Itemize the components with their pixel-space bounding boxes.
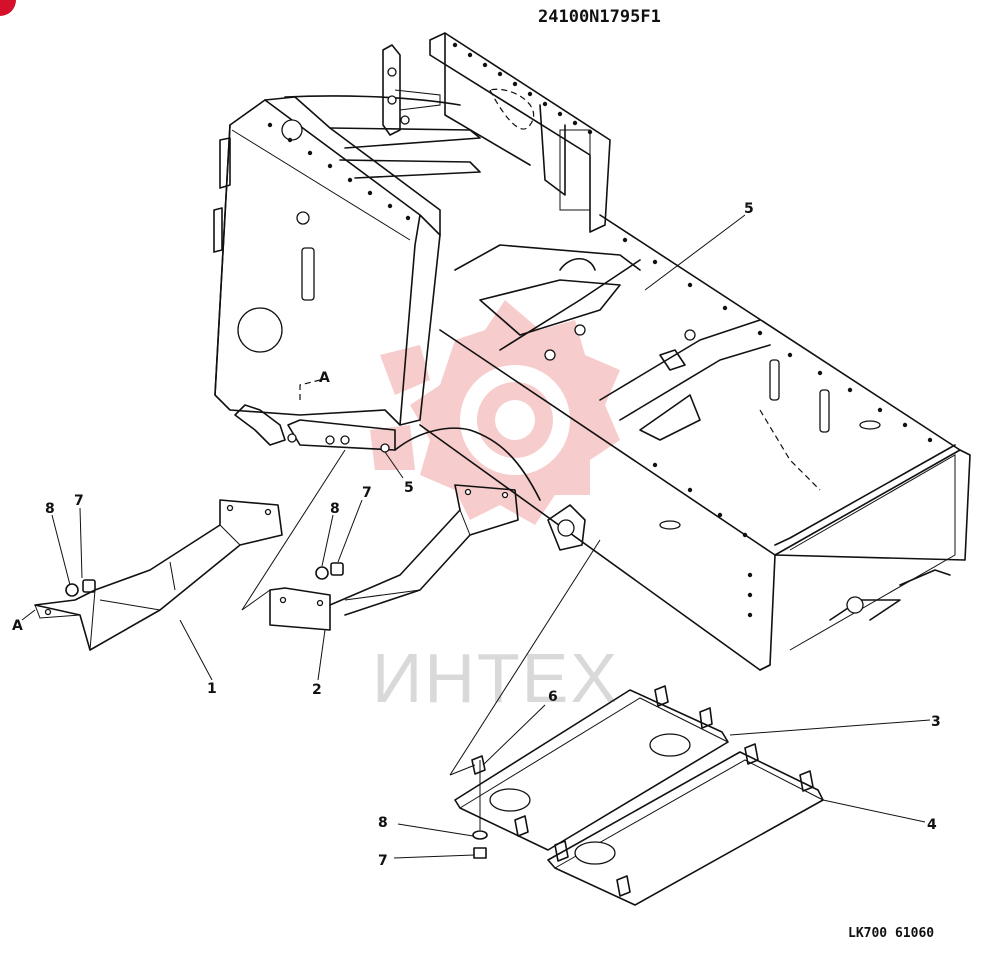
callout-part-3: 3 (931, 714, 941, 730)
drawing-number: 24100N1795F1 (538, 7, 661, 27)
callout-view-a-top: A (319, 370, 330, 386)
assembly-lines (241, 379, 601, 776)
callout-part-2: 2 (312, 682, 322, 698)
watermark-logo (370, 300, 620, 525)
leader-lines (21, 214, 931, 859)
callout-part-6: 6 (548, 689, 558, 705)
callout-part-8-bottom: 8 (378, 815, 388, 831)
callout-part-7-mid: 7 (362, 485, 372, 501)
callout-part-5-mid: 5 (404, 480, 414, 496)
guard-part-1 (34, 499, 283, 651)
callout-view-a-left: A (12, 618, 23, 634)
bottom-plate-part-3 (454, 685, 729, 851)
main-frame (213, 32, 971, 671)
bolt-washer-bottom (472, 760, 488, 859)
callout-part-1: 1 (207, 681, 217, 697)
corner-badge (0, 0, 16, 16)
callout-part-7-bottom: 7 (378, 853, 388, 869)
callout-part-8-left: 8 (45, 501, 55, 517)
callout-part-8-mid: 8 (330, 501, 340, 517)
large-hole (237, 307, 283, 353)
callout-part-4: 4 (927, 817, 937, 833)
guard-part-2 (269, 484, 519, 631)
footer-code: LK700 61060 (848, 926, 934, 941)
callout-part-7-left: 7 (74, 493, 84, 509)
callout-part-5-top: 5 (744, 201, 754, 217)
watermark-text: ИНТЕХ (372, 639, 619, 717)
